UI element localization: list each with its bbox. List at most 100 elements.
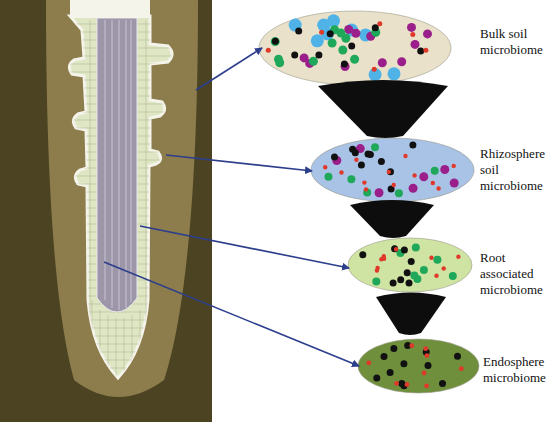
microbe-dot — [406, 280, 413, 287]
microbe-dot — [423, 48, 428, 53]
ellipse-outline — [348, 238, 472, 292]
microbe-dot — [410, 271, 418, 279]
funnel-shape — [318, 80, 448, 138]
microbe-dot — [358, 161, 365, 168]
microbe-dot — [422, 371, 427, 376]
microbe-dot — [409, 343, 414, 348]
microbe-dot — [425, 362, 432, 369]
microbiome-ellipse: Bulk soil microbiome — [258, 10, 452, 86]
microbe-dot — [403, 154, 407, 158]
microbiome-ellipse: Rhizosphere soil microbiome — [310, 137, 475, 203]
funnel-shape — [376, 293, 446, 336]
microbe-dot — [419, 172, 428, 181]
microbe-dot — [423, 29, 432, 38]
microbe-dot — [433, 256, 441, 264]
microbe-dot — [388, 67, 401, 80]
microbe-dot — [323, 165, 327, 169]
vascular-lines — [105, 20, 131, 310]
microbe-dot — [431, 181, 435, 185]
microbe-dot — [375, 268, 379, 272]
microbe-dot — [412, 173, 416, 177]
microbe-dot — [391, 245, 398, 252]
ellipse-shape — [258, 10, 452, 86]
microbe-dot — [319, 30, 324, 35]
root-body — [69, 16, 172, 378]
microbe-dot — [372, 24, 379, 31]
microbe-dot — [423, 346, 428, 351]
microbe-dot — [431, 167, 439, 175]
microbe-dot — [359, 251, 366, 258]
pointer-arrow — [140, 226, 349, 268]
microbe-dot — [392, 183, 396, 187]
microbe-dot — [311, 34, 324, 47]
microbe-dot — [349, 146, 356, 153]
microbe-dot — [367, 151, 374, 158]
microbe-dot — [425, 353, 430, 358]
microbe-dot — [405, 382, 410, 387]
microbe-dot — [429, 256, 433, 260]
microbe-dot — [398, 380, 405, 387]
root-collar — [70, 0, 150, 18]
soil-background — [0, 0, 212, 422]
ellipse-outline — [259, 11, 451, 85]
microbe-dot — [377, 21, 382, 26]
microbe-dot — [411, 40, 420, 49]
microbe-dot — [424, 383, 429, 388]
microbe-dot — [409, 142, 416, 149]
microbe-dot — [394, 381, 399, 386]
microbe-dot — [328, 39, 337, 48]
microbe-dot — [347, 175, 355, 183]
microbe-dot — [382, 254, 386, 258]
microbe-dot — [325, 173, 333, 181]
microbe-dot — [291, 52, 298, 59]
microbe-dot — [390, 279, 397, 286]
microbe-dot — [348, 43, 355, 50]
microbe-dot — [407, 23, 416, 32]
microbe-dot — [315, 52, 322, 59]
microbe-dot — [372, 67, 377, 72]
microbe-dot — [397, 57, 406, 66]
microbe-dot — [309, 57, 318, 66]
microbe-dot — [350, 55, 359, 64]
pointer-arrow — [104, 262, 359, 366]
microbiome-ellipse: Root associated microbiome — [347, 237, 473, 293]
microbe-dot — [420, 266, 428, 274]
microbe-dot — [400, 360, 407, 367]
microbe-dot — [354, 158, 358, 162]
microbe-dot — [375, 188, 384, 197]
vascular-cylinder — [97, 18, 137, 312]
microbe-dot — [378, 58, 387, 67]
microbe-dot — [351, 29, 360, 38]
microbe-dot — [295, 28, 302, 35]
microbe-dot — [436, 186, 440, 190]
microbe-dot — [366, 360, 371, 365]
microbe-dot — [439, 380, 446, 387]
microbe-dot — [409, 184, 418, 193]
microbe-dot — [381, 353, 388, 360]
microbe-dot — [327, 30, 334, 37]
microbe-dot — [331, 153, 338, 160]
microbe-dot — [364, 187, 368, 191]
microbe-dot — [371, 143, 379, 151]
microbe-dot — [341, 61, 348, 68]
pointer-arrow — [166, 155, 312, 171]
microbe-dot — [459, 366, 464, 371]
rhizosphere-zone — [46, 0, 198, 397]
ellipse-outline — [311, 138, 474, 202]
ellipse-shape — [357, 338, 480, 394]
microbe-dot — [434, 274, 438, 278]
microbe-dot — [408, 258, 415, 265]
microbiome-ellipse: Endosphere microbiome — [357, 338, 480, 394]
microbe-dot — [271, 37, 280, 46]
microbe-dot — [394, 247, 398, 251]
microbe-dot — [412, 243, 420, 251]
microbe-dot — [452, 164, 456, 168]
microbe-dot — [362, 180, 366, 184]
microbe-dot — [395, 189, 403, 197]
microbe-dot — [272, 38, 279, 45]
microbe-dot — [339, 170, 343, 174]
microbe-dot — [410, 32, 415, 37]
